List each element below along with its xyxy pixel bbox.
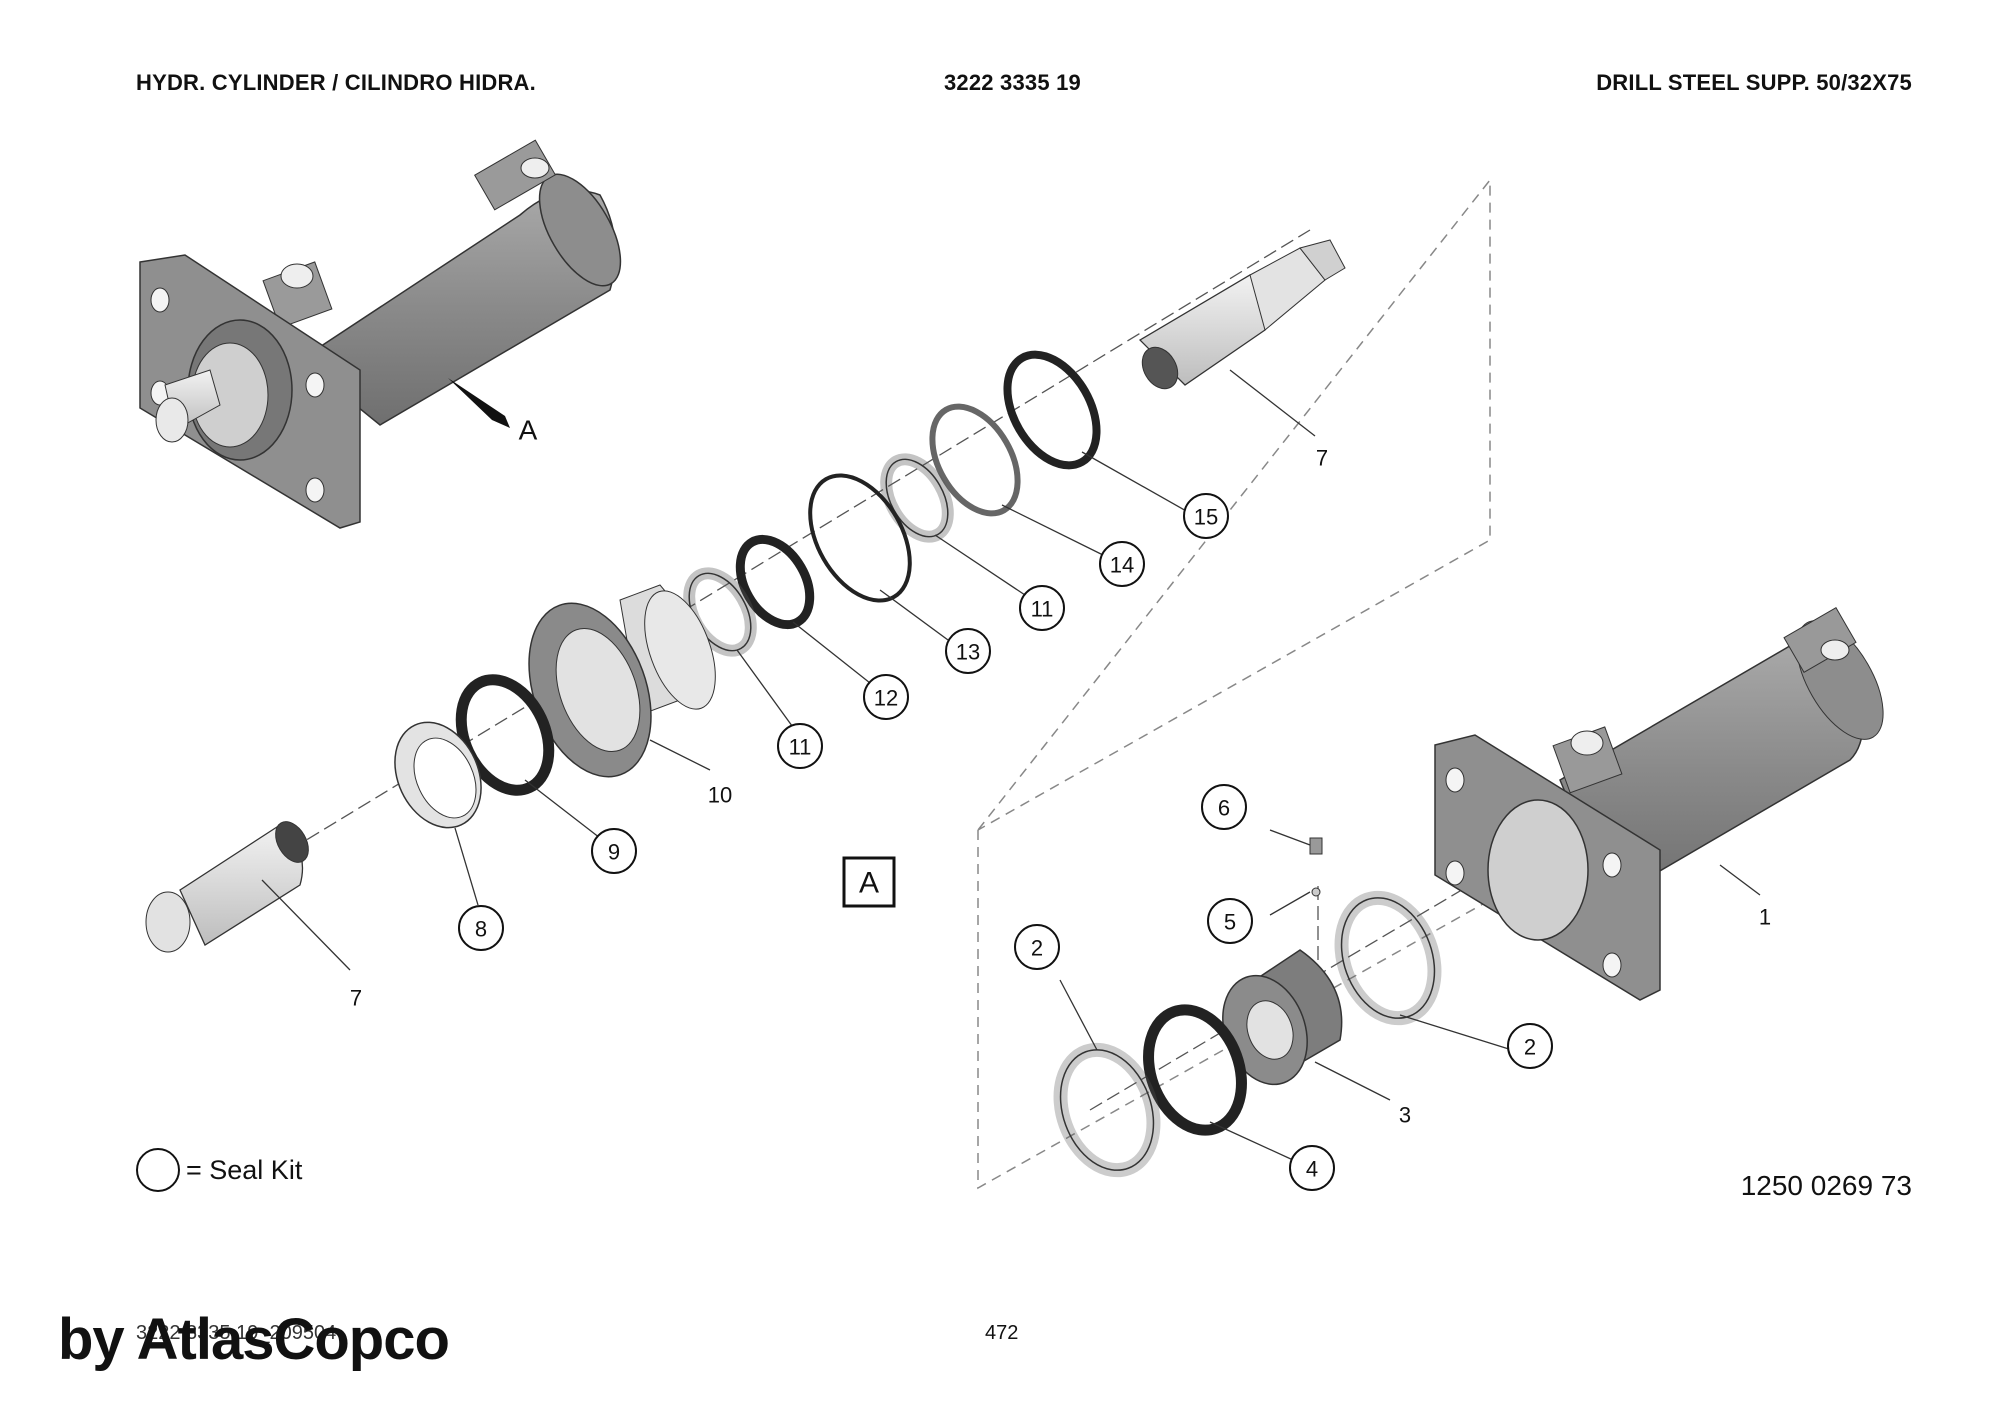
svg-text:9: 9 [608,840,620,865]
bearing-8 [394,721,482,829]
seal-kit-legend: = Seal Kit [136,1148,302,1192]
header-title-right: DRILL STEEL SUPP. 50/32X75 [1596,70,1912,95]
guide-ring-2-left [1053,1042,1161,1178]
svg-text:15: 15 [1194,505,1218,530]
label-1: 1 [1759,905,1771,930]
seal-kit-legend-text: = Seal Kit [186,1154,303,1185]
callout-14: 14 [1099,541,1145,587]
callout-6: 6 [1201,784,1247,830]
footer-reference: 3222 3335 19_209504 [136,1322,337,1344]
callout-15: 15 [1183,493,1229,539]
callout-4: 4 [1289,1145,1335,1191]
callout-11-lower: 11 [777,723,823,769]
svg-text:11: 11 [789,735,812,760]
header-part-number: 3222 3335 19 [944,70,1081,95]
ball-5 [1311,887,1321,897]
view-a-box: A [842,856,896,908]
svg-text:A: A [859,867,879,900]
label-10: 10 [708,783,732,808]
svg-text:6: 6 [1218,796,1230,821]
callout-13: 13 [945,628,991,674]
seal-kit-circle-icon [136,1148,180,1192]
seal-14 [929,403,1021,517]
page-number: 472 [985,1322,1019,1344]
seal-12 [735,534,815,630]
seal-13 [808,473,912,603]
cylinder-body-1 [1434,606,1884,1001]
callout-5: 5 [1207,898,1253,944]
label-7-top: 7 [1316,446,1328,471]
leader-lines [261,369,1761,1161]
piston-3 [1222,949,1343,1086]
label-7-bottom: 7 [350,986,362,1011]
callout-2-right: 2 [1507,1023,1553,1069]
svg-text:2: 2 [1031,936,1043,961]
callout-2-left: 2 [1014,924,1060,970]
gland-nut-10 [528,584,716,778]
callout-12: 12 [863,674,909,720]
svg-text:12: 12 [874,686,898,711]
document-number: 1250 0269 73 [1740,1170,1912,1201]
piston-rod-bottom [145,821,309,953]
svg-text:13: 13 [956,640,980,665]
header-title-left: HYDR. CYLINDER / CILINDRO HIDRA. [136,70,536,95]
label-3: 3 [1399,1103,1411,1128]
pin-6 [1309,837,1323,855]
cylinder-assembly-top [139,139,622,529]
callout-8: 8 [458,905,504,951]
svg-text:11: 11 [1031,597,1054,622]
svg-text:4: 4 [1306,1157,1318,1182]
callout-11-upper: 11 [1019,585,1065,631]
piston-rod-top [1138,239,1346,390]
seal-4 [1143,1004,1247,1136]
view-arrow [448,378,510,428]
ring-11-upper [880,453,954,543]
svg-text:5: 5 [1224,910,1236,935]
svg-text:14: 14 [1110,553,1134,578]
seal-15 [1003,350,1101,470]
svg-text:2: 2 [1524,1035,1536,1060]
view-arrow-label: A [519,415,538,446]
watermark: by AtlasCopco [58,1307,450,1372]
callout-9: 9 [591,828,637,874]
svg-text:8: 8 [475,917,487,942]
guide-ring-2-right [1334,890,1442,1026]
